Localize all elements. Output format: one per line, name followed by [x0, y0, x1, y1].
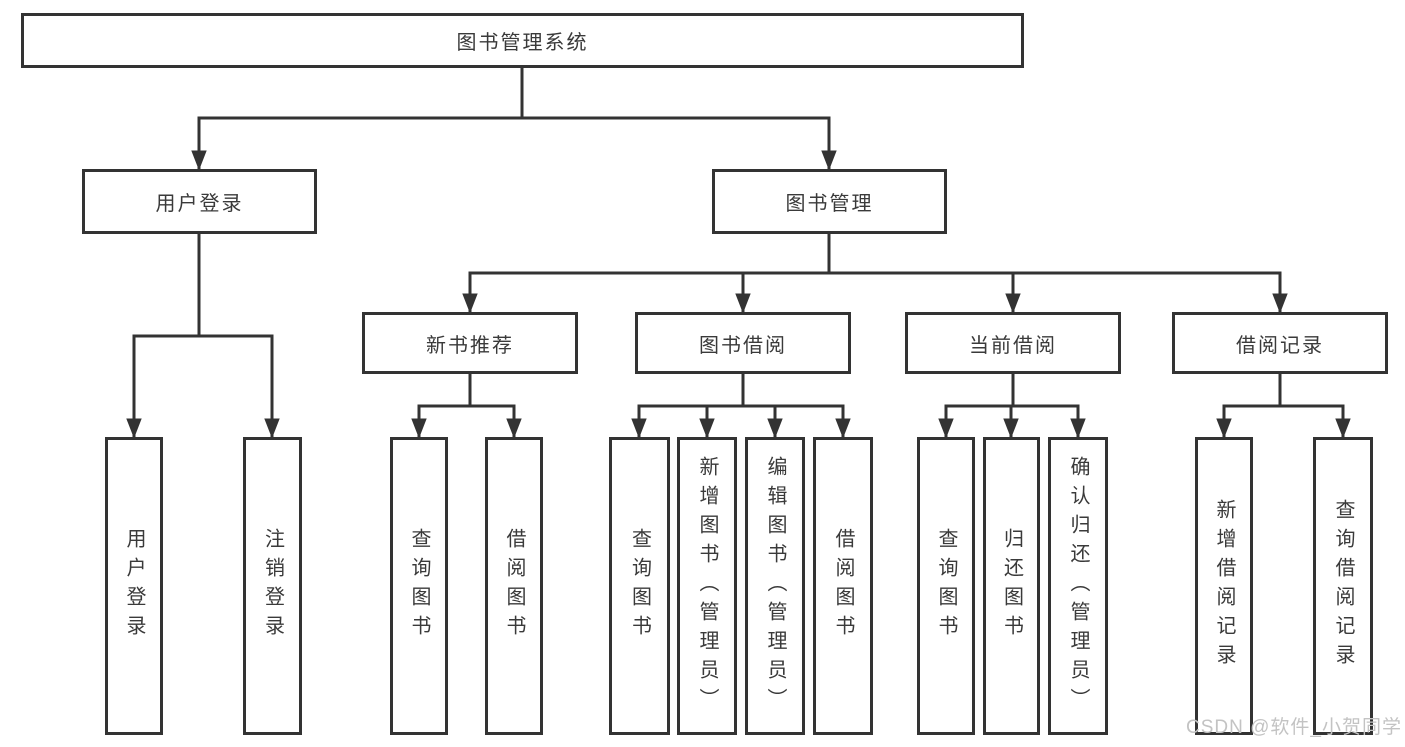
leaf-confirm-return-admin: 确认归还（管理员）	[1048, 437, 1108, 735]
node-user-login: 用户登录	[82, 169, 317, 234]
leaf-edit-books-admin: 编辑图书（管理员）	[745, 437, 805, 735]
leaf-query-borrow-record: 查询借阅记录	[1313, 437, 1373, 735]
leaf-query-books-borrow: 查询图书	[609, 437, 670, 735]
leaf-add-books-admin: 新增图书（管理员）	[677, 437, 737, 735]
connector-login-to-leaves	[126, 234, 280, 439]
node-root-system: 图书管理系统	[21, 13, 1024, 68]
node-book-borrowing: 图书借阅	[635, 312, 851, 374]
connector-newbooks-to-leaves	[411, 374, 522, 439]
connector-root-to-level2	[191, 68, 837, 171]
leaf-logout: 注销登录	[243, 437, 302, 735]
leaf-borrow-books-recommend: 借阅图书	[485, 437, 543, 735]
connector-mgmt-to-level3	[462, 233, 1288, 314]
csdn-watermark: CSDN @软件_小贺同学	[1186, 717, 1402, 738]
connector-current-to-leaves	[938, 374, 1086, 439]
leaf-query-books-recommend: 查询图书	[390, 437, 448, 735]
leaf-return-books: 归还图书	[983, 437, 1040, 735]
node-new-book-recommend: 新书推荐	[362, 312, 578, 374]
node-current-borrowing: 当前借阅	[905, 312, 1121, 374]
node-borrowing-records: 借阅记录	[1172, 312, 1388, 374]
node-book-management: 图书管理	[712, 169, 947, 234]
connector-records-to-leaves	[1216, 374, 1351, 439]
leaf-user-login: 用户登录	[105, 437, 163, 735]
connector-borrow-to-leaves	[631, 374, 851, 439]
leaf-borrow-books: 借阅图书	[813, 437, 873, 735]
leaf-query-books-current: 查询图书	[917, 437, 975, 735]
leaf-add-borrow-record: 新增借阅记录	[1195, 437, 1253, 735]
